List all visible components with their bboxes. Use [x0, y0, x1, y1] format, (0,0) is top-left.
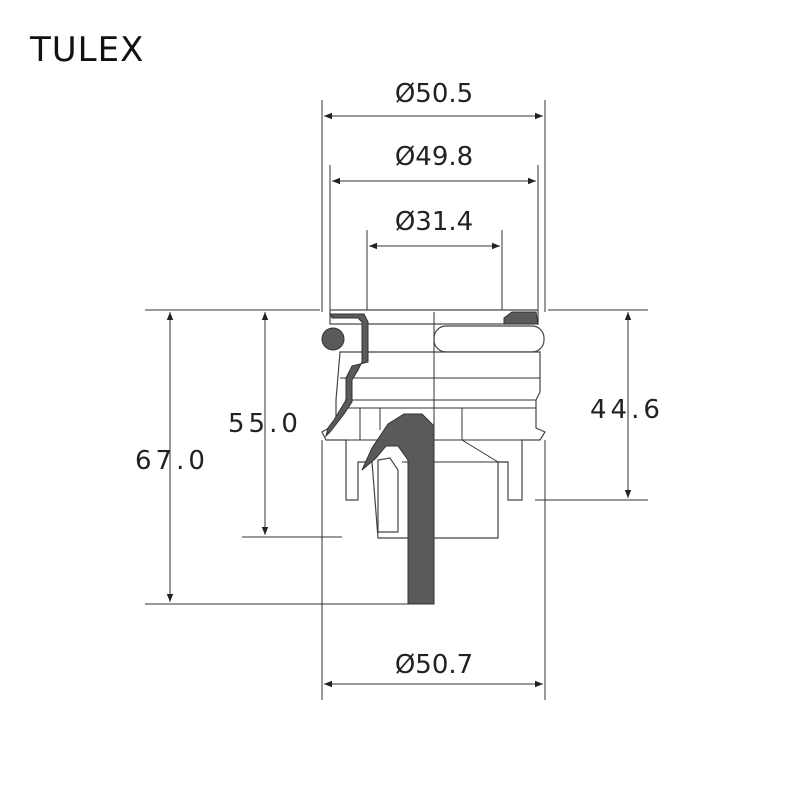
dim-bottom: Ø50.7 [321, 440, 546, 700]
brand-logo-text: TULEX [30, 30, 145, 70]
dim-top-outer-label: Ø50.5 [395, 79, 473, 109]
dim-height-mid-label: 55.0 [228, 409, 302, 439]
dim-top-inner-label: Ø49.8 [395, 142, 473, 172]
dim-bore: Ø31.4 [366, 207, 503, 312]
dim-height-right: 44.6 [535, 309, 664, 501]
valve-part [321, 309, 546, 605]
dim-bore-label: Ø31.4 [395, 207, 473, 237]
dim-bottom-label: Ø50.7 [395, 650, 473, 680]
dim-height-right-label: 44.6 [590, 395, 664, 425]
dim-height-total-label: 67.0 [135, 446, 209, 476]
dim-top-inner: Ø49.8 [329, 142, 539, 312]
dim-height-total: 67.0 [135, 309, 410, 605]
brand-logo: TULEX [30, 30, 144, 74]
dim-height-mid: 55.0 [228, 312, 342, 538]
dim-top-outer: Ø50.5 [321, 79, 546, 312]
